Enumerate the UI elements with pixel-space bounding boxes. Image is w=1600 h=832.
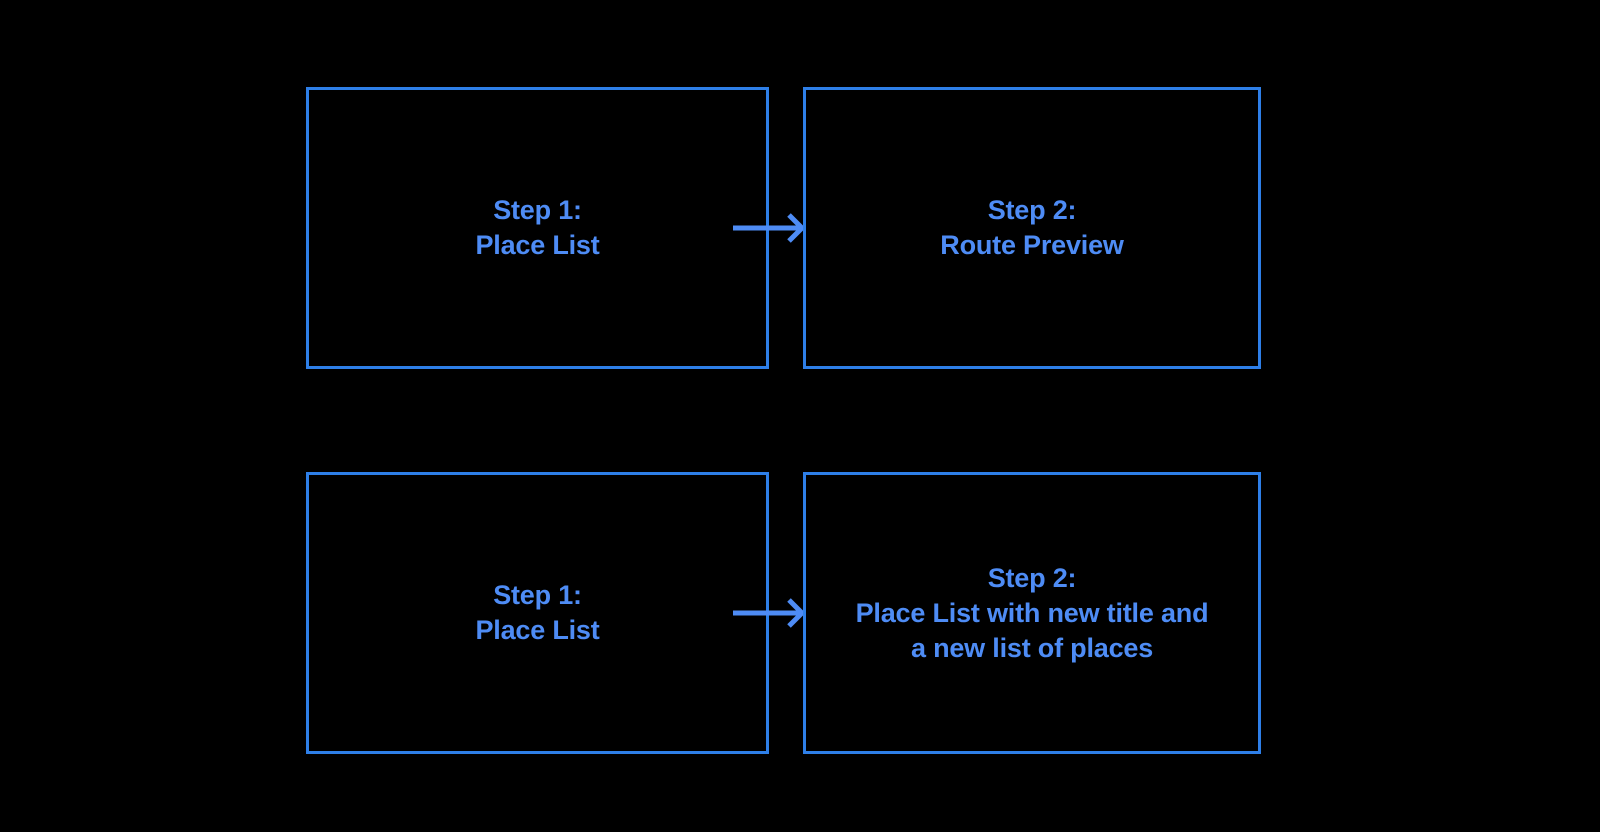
step-box-row1-step2[interactable]: Step 2: Route Preview <box>803 87 1261 369</box>
flow-row-2: Step 1: Place List Step 2: Place List wi… <box>0 472 1600 754</box>
step-box-row2-step2[interactable]: Step 2: Place List with new title and a … <box>803 472 1261 754</box>
arrow-right-icon <box>733 213 806 243</box>
step-box-row2-step1[interactable]: Step 1: Place List <box>306 472 769 754</box>
arrow-right-icon <box>733 598 806 628</box>
flow-row-1: Step 1: Place List Step 2: Route Preview <box>0 87 1600 369</box>
step-box-row1-step1[interactable]: Step 1: Place List <box>306 87 769 369</box>
step-box-label: Step 2: Place List with new title and a … <box>855 562 1209 663</box>
step-box-label: Step 1: Place List <box>475 580 600 645</box>
step-box-label: Step 2: Route Preview <box>940 195 1124 260</box>
step-box-label: Step 1: Place List <box>475 195 600 260</box>
